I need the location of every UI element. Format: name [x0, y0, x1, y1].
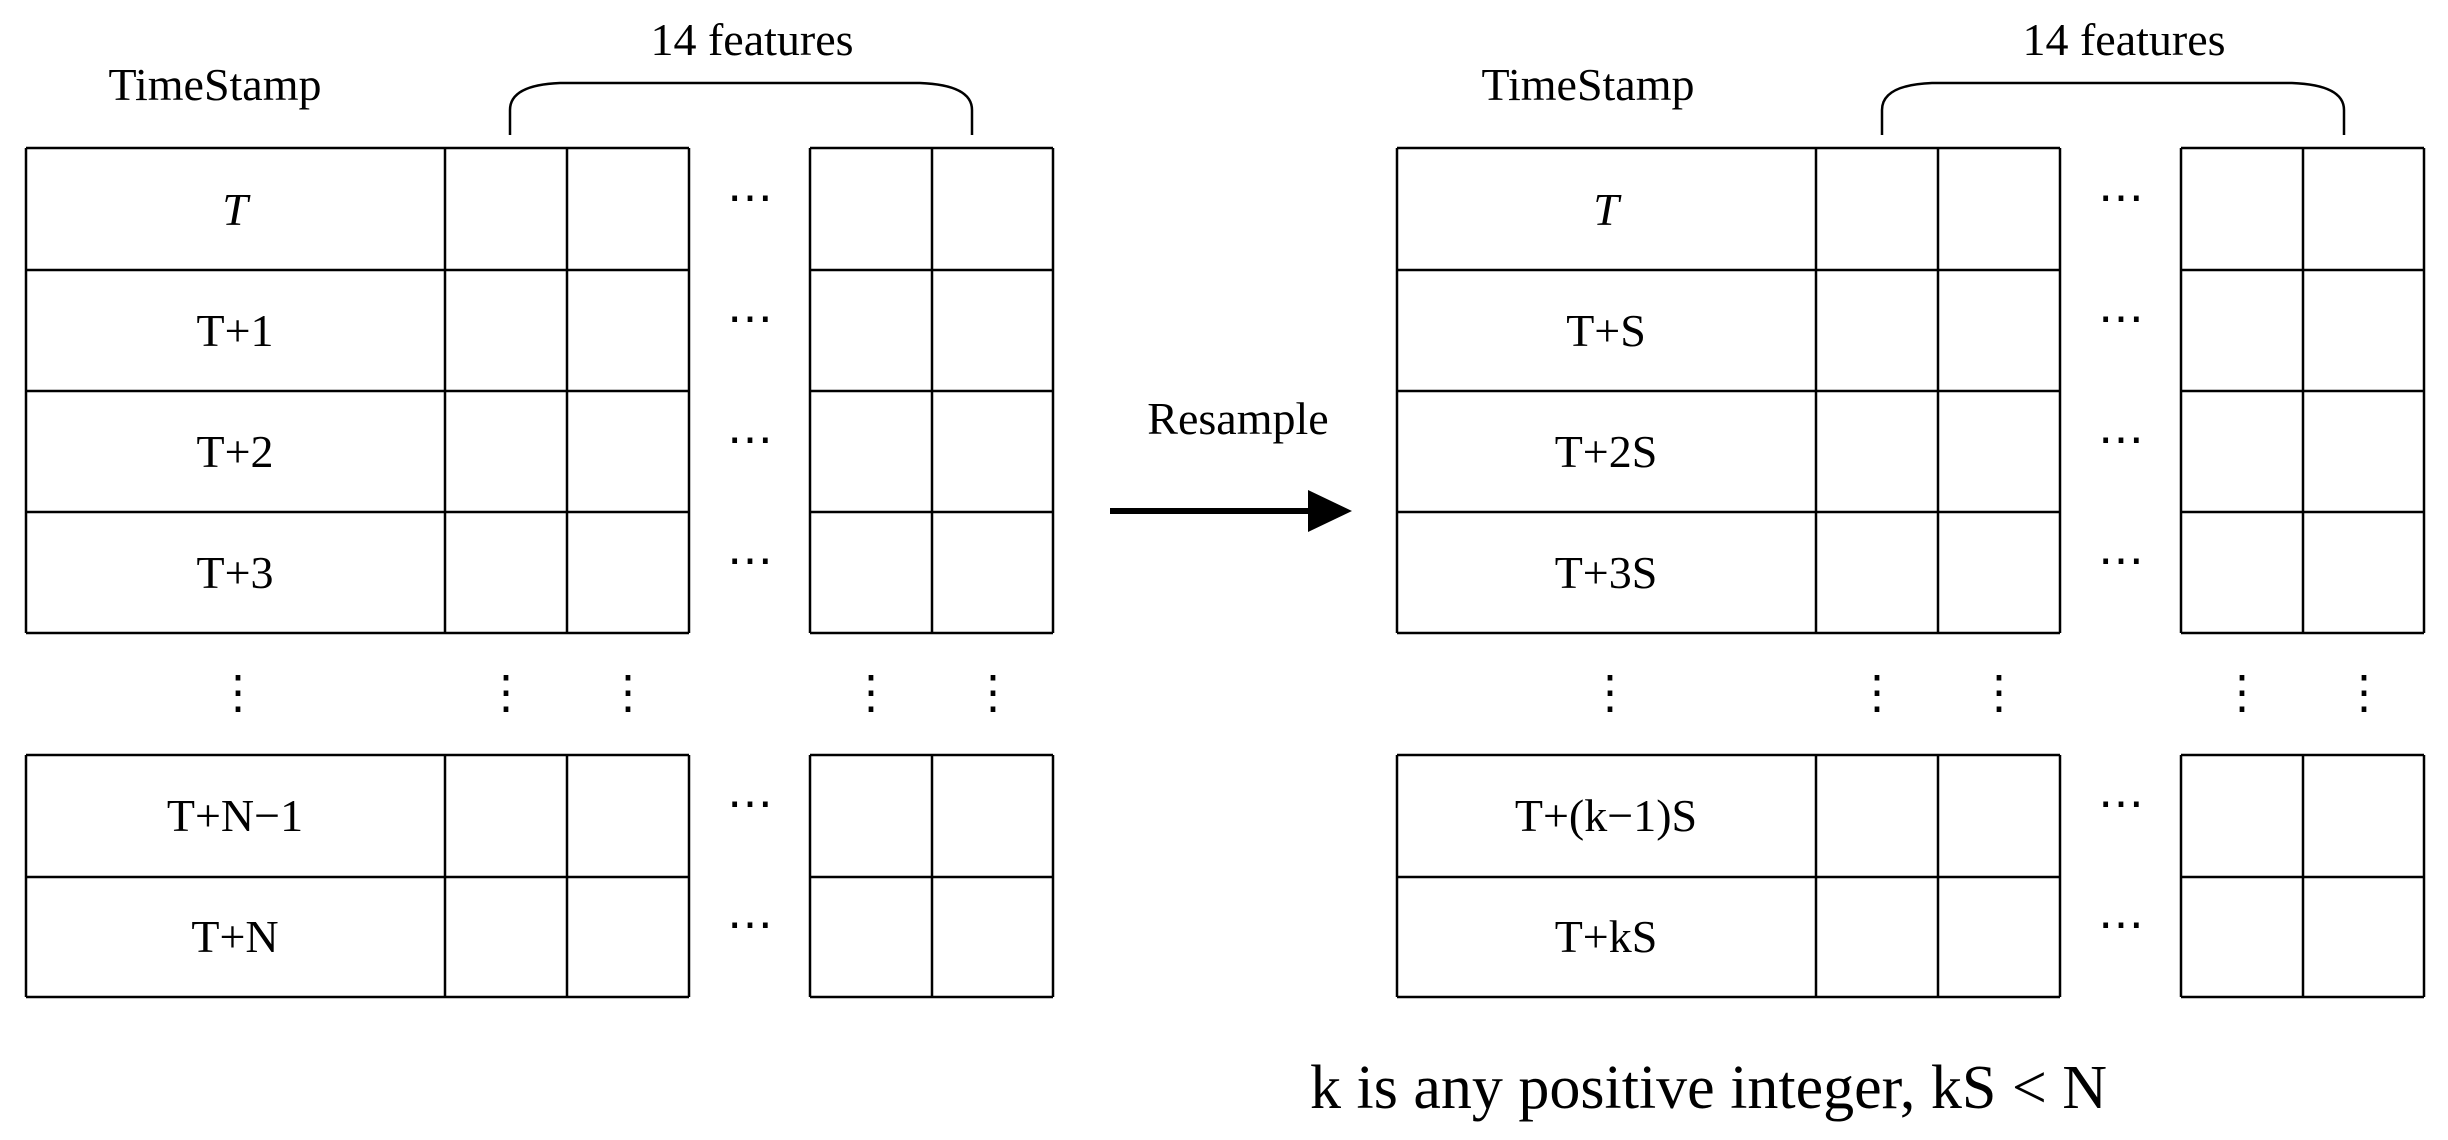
left-ellipsis-h: ⋯	[727, 778, 773, 829]
left-ellipsis-h: ⋯	[727, 414, 773, 465]
right-row-label: T+S	[1566, 305, 1646, 356]
right-ellipsis-h: ⋯	[2098, 899, 2144, 950]
left-table-top-block	[24, 146, 1055, 635]
right-ellipsis-h: ⋯	[2098, 172, 2144, 223]
right-ellipsis-h: ⋯	[2098, 414, 2144, 465]
right-row-label: T	[1593, 184, 1622, 235]
right-ellipsis-v: ⋮	[1587, 667, 1633, 718]
left-ellipsis-h: ⋯	[727, 535, 773, 586]
left-ellipsis-v: ⋮	[848, 667, 894, 718]
right-table-bottom-block	[1395, 753, 2426, 999]
right-table: TimeStamp 14 features	[1395, 14, 2426, 999]
right-ellipsis-v: ⋮	[1976, 667, 2022, 718]
left-table: TimeStamp 14 features	[24, 14, 1055, 999]
left-features-label: 14 features	[650, 14, 853, 65]
right-ellipsis-h: ⋯	[2098, 535, 2144, 586]
right-row-label: T+(k−1)S	[1515, 790, 1697, 841]
right-row-label: T+kS	[1555, 911, 1658, 962]
left-ellipsis-v: ⋮	[215, 667, 261, 718]
right-ellipsis-v: ⋮	[1854, 667, 1900, 718]
right-ellipsis-v: ⋮	[2341, 667, 2387, 718]
left-row-label: T+1	[196, 305, 273, 356]
right-timestamp-header: TimeStamp	[1481, 59, 1694, 110]
left-row-label: T+N−1	[167, 790, 303, 841]
left-ellipsis-h: ⋯	[727, 172, 773, 223]
left-timestamp-header: TimeStamp	[108, 59, 321, 110]
resample-arrow: Resample	[1110, 393, 1352, 532]
right-row-label: T+3S	[1555, 547, 1658, 598]
right-ellipsis-h: ⋯	[2098, 778, 2144, 829]
resample-label: Resample	[1147, 393, 1328, 444]
right-table-top-block	[1395, 146, 2426, 635]
right-ellipsis-v: ⋮	[2219, 667, 2265, 718]
left-ellipsis-h: ⋯	[727, 293, 773, 344]
right-ellipsis-h: ⋯	[2098, 293, 2144, 344]
left-table-bottom-block	[24, 753, 1055, 999]
left-row-label: T+3	[196, 547, 273, 598]
left-ellipsis-v: ⋮	[483, 667, 529, 718]
left-features-brace	[508, 81, 974, 135]
left-ellipsis-v: ⋮	[605, 667, 651, 718]
left-row-label: T	[222, 184, 251, 235]
right-row-label: T+2S	[1555, 426, 1658, 477]
right-features-label: 14 features	[2022, 14, 2225, 65]
arrow-head-icon	[1308, 490, 1352, 532]
left-ellipsis-v: ⋮	[970, 667, 1016, 718]
left-row-label: T+2	[196, 426, 273, 477]
right-features-brace	[1880, 81, 2346, 135]
left-ellipsis-h: ⋯	[727, 899, 773, 950]
footnote-condition: k is any positive integer, kS < N	[1310, 1054, 2107, 1122]
left-row-label: T+N	[191, 911, 278, 962]
